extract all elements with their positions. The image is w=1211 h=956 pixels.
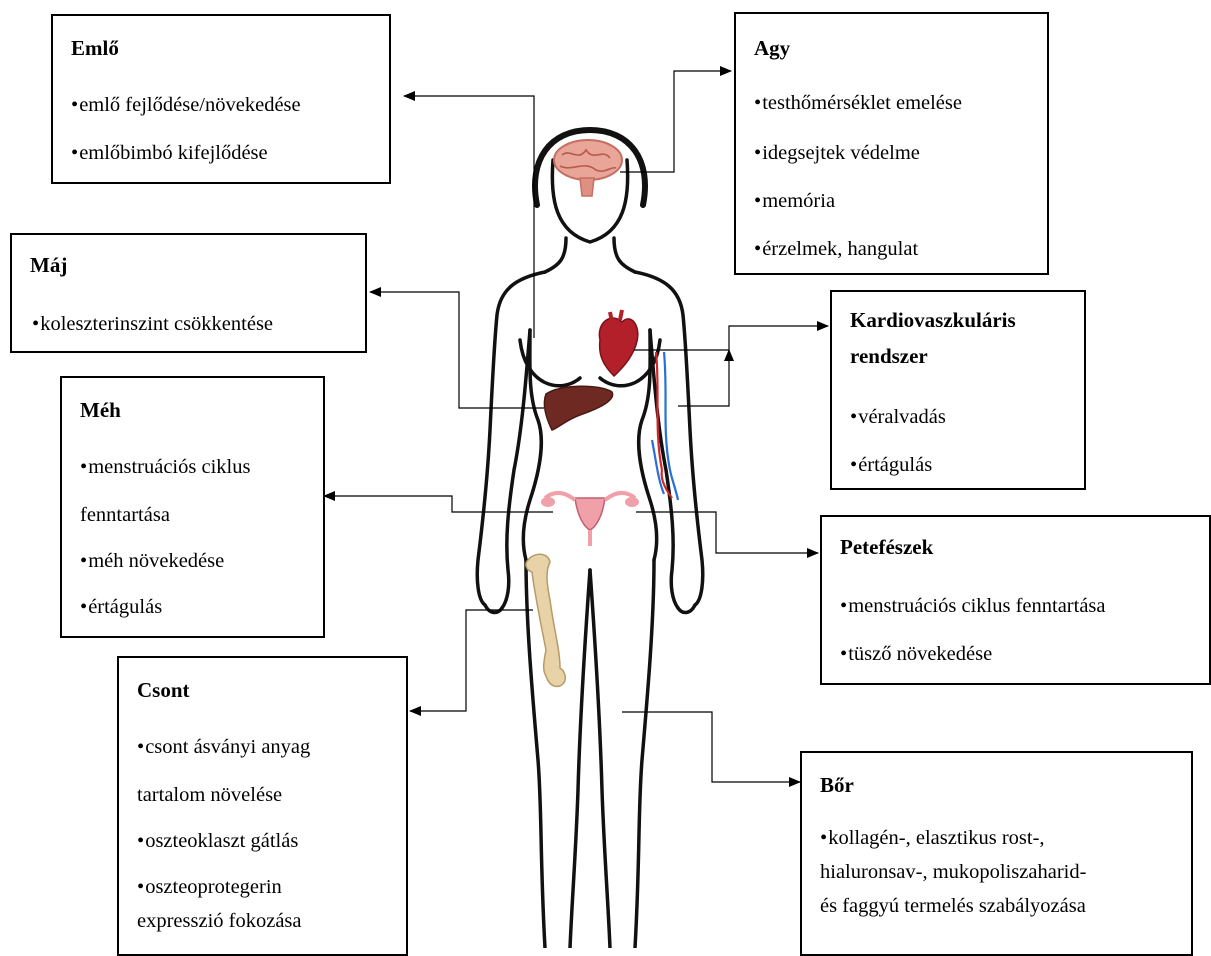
uterus-title: Méh xyxy=(80,398,121,423)
uterus-item: •méh növekedése xyxy=(80,550,224,573)
uterus-item-cont: fenntartása xyxy=(80,504,170,527)
bone-item: •oszteoklaszt gátlás xyxy=(137,830,298,853)
breast-box: Emlő •emlő fejlődése/növekedése •emlőbim… xyxy=(51,14,391,184)
brain-item: •testhőmérséklet emelése xyxy=(754,92,962,115)
skin-title: Bőr xyxy=(820,773,854,798)
cardio-title: Kardiovaszkuláris xyxy=(850,308,1016,333)
bone-box: Csont •csont ásványi anyag tartalom növe… xyxy=(117,656,408,956)
cardio-item: •értágulás xyxy=(850,454,932,477)
skin-item-cont: hialuronsav-, mukopoliszaharid- xyxy=(820,861,1086,884)
liver-item: •koleszterinszint csökkentése xyxy=(32,313,273,336)
bone-item-cont: expresszió fokozása xyxy=(137,910,302,933)
uterus-icon xyxy=(541,493,639,546)
ovary-item: •menstruációs ciklus fenntartása xyxy=(840,595,1106,618)
bone-title: Csont xyxy=(137,678,190,703)
uterus-box: Méh •menstruációs ciklus fenntartása •mé… xyxy=(60,376,325,638)
liver-box: Máj •koleszterinszint csökkentése xyxy=(10,233,367,353)
skin-item-cont: és faggyú termelés szabályozása xyxy=(820,895,1086,918)
ovary-item: •tüsző növekedése xyxy=(840,643,992,666)
bone-item-cont: tartalom növelése xyxy=(137,784,282,807)
heart-icon xyxy=(599,310,637,376)
liver-title: Máj xyxy=(30,253,67,278)
breast-item: •emlő fejlődése/növekedése xyxy=(71,94,301,117)
cardio-title-line2: rendszer xyxy=(850,344,928,369)
cardio-box: Kardiovaszkuláris rendszer •véralvadás •… xyxy=(830,290,1086,490)
skin-box: Bőr •kollagén-, elasztikus rost-, hialur… xyxy=(800,751,1193,956)
bone-item: •oszteoprotegerin xyxy=(137,876,282,899)
uterus-item: •értágulás xyxy=(80,596,162,619)
breast-item: •emlőbimbó kifejlődése xyxy=(71,142,268,165)
uterus-item: •menstruációs ciklus xyxy=(80,456,250,479)
brain-item: •érzelmek, hangulat xyxy=(754,238,918,261)
brain-item: •idegsejtek védelme xyxy=(754,142,920,165)
brain-title: Agy xyxy=(754,36,790,61)
skin-item: •kollagén-, elasztikus rost-, xyxy=(820,827,1045,850)
blood-vessels-icon xyxy=(652,352,678,500)
bone-item: •csont ásványi anyag xyxy=(137,736,310,759)
cardio-item: •véralvadás xyxy=(850,406,946,429)
ovary-box: Petefészek •menstruációs ciklus fenntart… xyxy=(820,515,1211,685)
liver-icon xyxy=(544,386,612,430)
brain-icon xyxy=(554,140,622,196)
ovary-title: Petefészek xyxy=(840,535,933,560)
brain-box: Agy •testhőmérséklet emelése •idegsejtek… xyxy=(734,12,1049,275)
breast-title: Emlő xyxy=(71,36,119,61)
brain-item: •memória xyxy=(754,190,835,213)
